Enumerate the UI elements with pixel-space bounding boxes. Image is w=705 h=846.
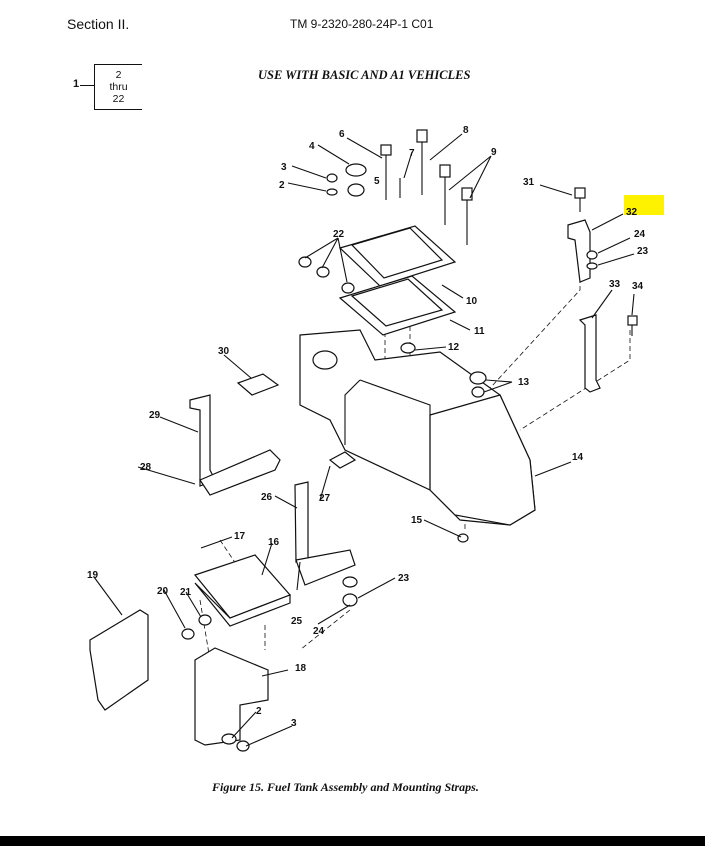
key-range-start: 2 bbox=[115, 69, 122, 81]
key-range-word: thru bbox=[109, 81, 128, 93]
vehicle-applicability: USE WITH BASIC AND A1 VEHICLES bbox=[258, 68, 471, 82]
callout: 30 bbox=[218, 346, 230, 357]
callout: 20 bbox=[157, 586, 169, 597]
callout: 7 bbox=[409, 148, 415, 159]
callout-highlighted: 32 bbox=[626, 207, 638, 218]
callout-highlight bbox=[624, 195, 664, 215]
figure-caption: Figure 15. Fuel Tank Assembly and Mounti… bbox=[212, 780, 479, 794]
key-leader-line bbox=[80, 85, 94, 86]
callout: 2 bbox=[256, 706, 262, 717]
callout: 6 bbox=[339, 129, 345, 140]
callout: 23 bbox=[637, 246, 649, 257]
section-label: Section II. bbox=[67, 16, 130, 32]
callout: 26 bbox=[261, 492, 273, 503]
callout: 2 bbox=[279, 180, 285, 191]
callout: 10 bbox=[466, 296, 478, 307]
callout: 31 bbox=[523, 177, 535, 188]
callout: 12 bbox=[448, 342, 460, 353]
callout: 4 bbox=[309, 141, 315, 152]
callout: 25 bbox=[291, 616, 303, 627]
callout: 27 bbox=[319, 493, 331, 504]
callout: 34 bbox=[632, 281, 644, 292]
callout: 3 bbox=[281, 162, 287, 173]
callout: 28 bbox=[140, 462, 152, 473]
callout: 9 bbox=[491, 147, 497, 158]
callout: 33 bbox=[609, 279, 621, 290]
callout: 11 bbox=[474, 326, 485, 337]
key-range-box: 2 thru 22 bbox=[94, 64, 142, 110]
callout: 18 bbox=[295, 663, 307, 674]
tm-number: TM 9-2320-280-24P-1 C01 bbox=[290, 17, 434, 31]
callout: 15 bbox=[411, 515, 423, 526]
callout: 3 bbox=[291, 718, 297, 729]
callout: 14 bbox=[572, 452, 584, 463]
callout: 23 bbox=[398, 573, 410, 584]
callout: 29 bbox=[149, 410, 161, 421]
callout: 21 bbox=[180, 587, 192, 598]
callout: 5 bbox=[374, 176, 380, 187]
callout: 16 bbox=[268, 537, 280, 548]
callout: 22 bbox=[333, 229, 345, 240]
key-item-number: 1 bbox=[73, 78, 80, 90]
callout: 19 bbox=[87, 570, 99, 581]
footer-bar bbox=[0, 836, 705, 846]
callout: 17 bbox=[234, 531, 246, 542]
callout: 24 bbox=[313, 626, 325, 637]
callout: 24 bbox=[634, 229, 646, 240]
callout: 8 bbox=[463, 125, 469, 136]
key-range-end: 22 bbox=[112, 93, 125, 105]
callout: 13 bbox=[518, 377, 530, 388]
